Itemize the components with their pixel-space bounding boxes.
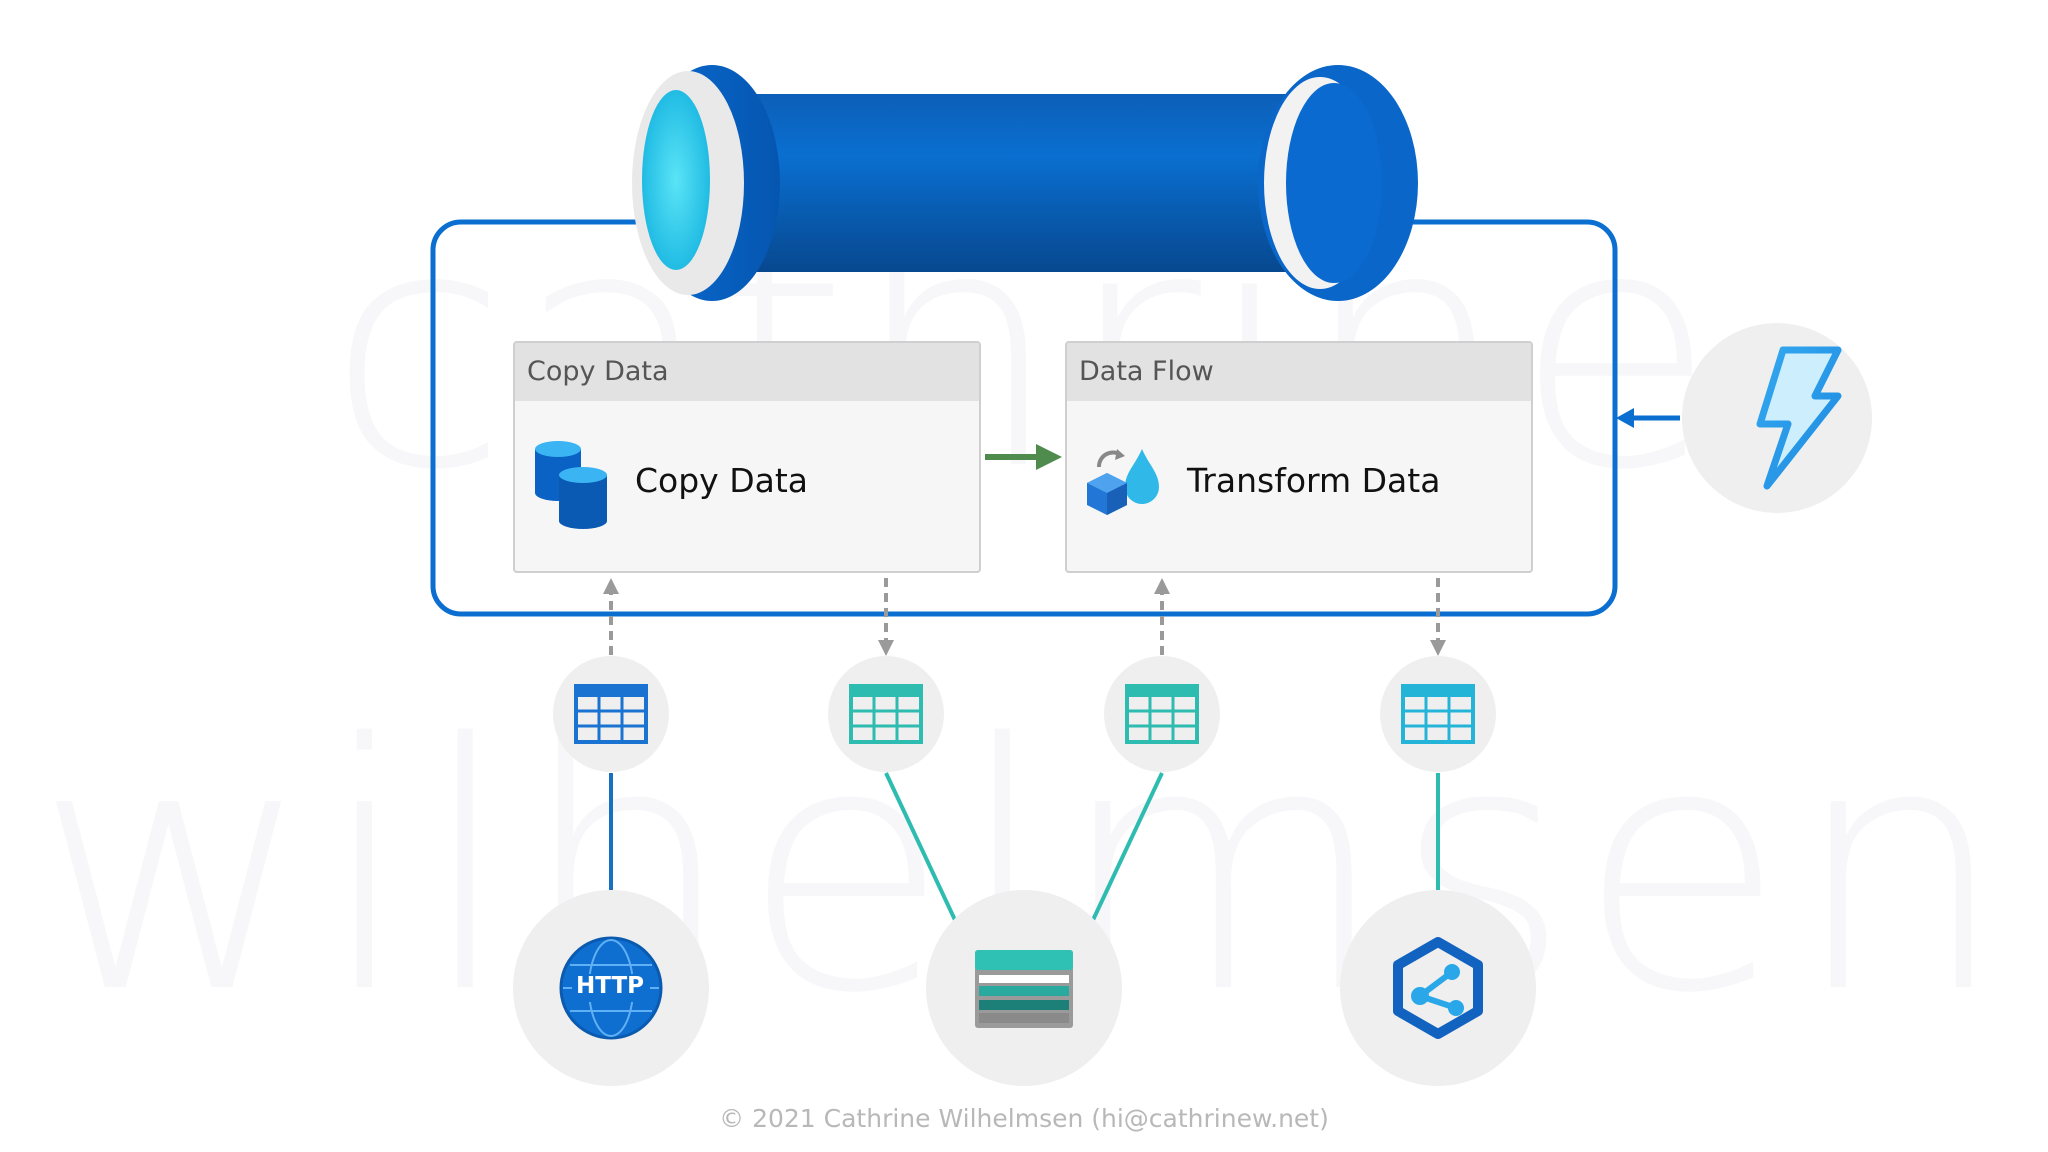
activity-copy-data[interactable]: Copy Data Copy Data [513, 341, 981, 573]
dataset-4[interactable] [1380, 656, 1496, 772]
activity-header: Copy Data [515, 343, 979, 401]
dataset-2[interactable] [828, 656, 944, 772]
http-label: HTTP [575, 973, 644, 999]
http-globe-icon [559, 936, 663, 1040]
dataset-3[interactable] [1104, 656, 1220, 772]
dataset-arrowheads [603, 578, 1446, 656]
data-flow-icon [1087, 449, 1159, 515]
copy-data-icon [535, 441, 607, 529]
pipeline-icon [632, 65, 1418, 301]
synapse-analytics-icon [1393, 937, 1483, 1039]
linked-service-http[interactable] [513, 890, 709, 1086]
table-icon [849, 684, 923, 744]
linked-service-connections [609, 772, 1440, 921]
activity-data-flow[interactable]: Data Flow Transform Data [1065, 341, 1533, 573]
activity-label: Copy Data [635, 461, 808, 500]
table-icon [574, 684, 648, 744]
dataset-connections [609, 578, 1440, 655]
lightning-trigger-icon [1756, 346, 1842, 490]
activity-label: Transform Data [1187, 461, 1441, 500]
table-icon [1401, 684, 1475, 744]
copyright-footer: © 2021 Cathrine Wilhelmsen (hi@cathrinew… [719, 1104, 1329, 1133]
trigger-arrow [1616, 408, 1680, 428]
dataset-1[interactable] [553, 656, 669, 772]
activity-flow-arrow [985, 444, 1062, 470]
activity-header: Data Flow [1067, 343, 1531, 401]
storage-account-icon [975, 950, 1073, 1028]
linked-service-synapse[interactable] [1340, 890, 1536, 1086]
linked-service-storage[interactable] [926, 890, 1122, 1086]
table-icon [1125, 684, 1199, 744]
